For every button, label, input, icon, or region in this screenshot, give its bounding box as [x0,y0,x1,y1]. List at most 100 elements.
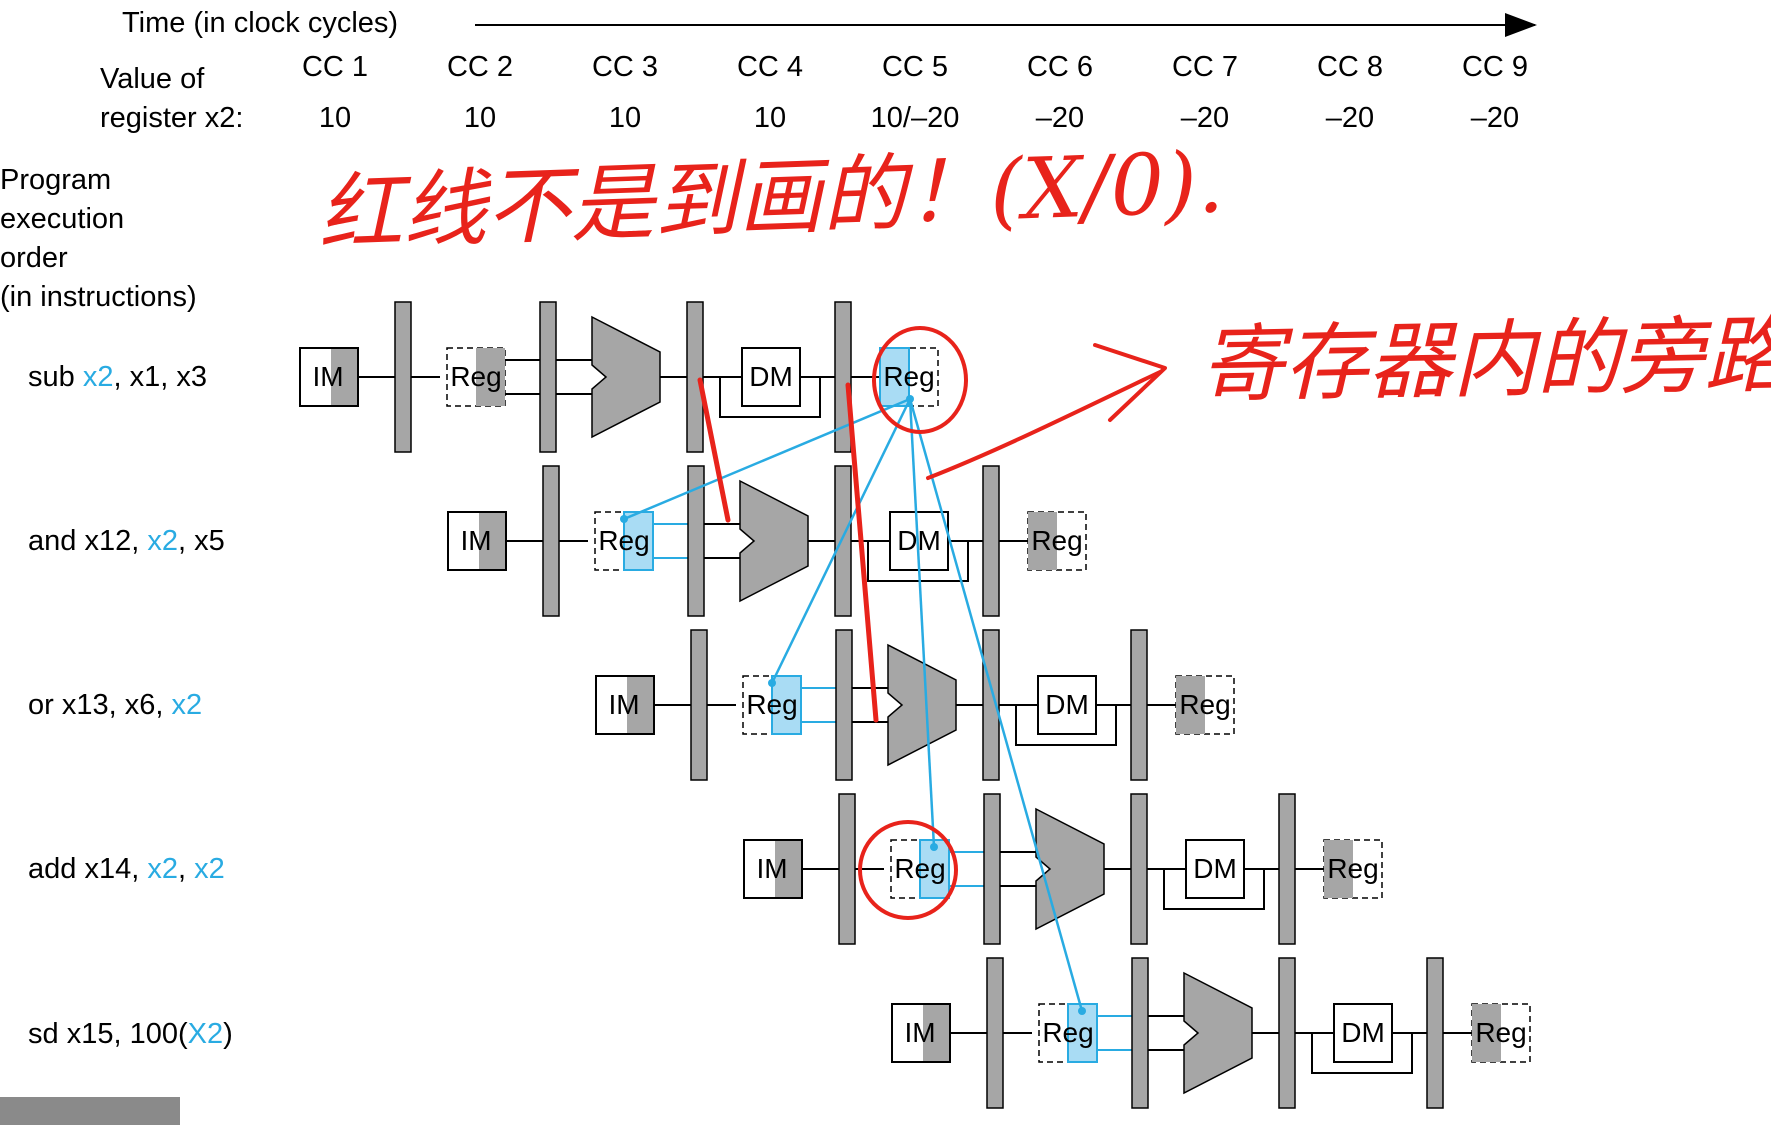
wire [1015,705,1117,746]
pipeline-register [1278,957,1296,1109]
handwritten-note-right: 寄存器内的旁路 [1199,305,1771,415]
reg-label: Reg [450,361,501,392]
reg-label: Reg [1327,853,1378,884]
im-label: IM [756,853,787,884]
pipeline-register [838,793,856,945]
pipeline-register [1130,793,1148,945]
register-value: –20 [1325,102,1375,134]
red-strike-line [845,382,879,723]
red-arrow-head [1093,343,1167,422]
instruction-label-sd: sd x15, 100(X2) [28,1018,233,1050]
instruction-memory-read-half [923,1005,949,1061]
pipeline-register [986,957,1004,1109]
red-circle-register-read [858,820,958,920]
reg-label: Reg [598,525,649,556]
dependency-line [908,398,1084,1012]
reg-label: Reg [883,361,934,392]
cycle-label: CC 1 [301,51,369,83]
register-value-label-line1: Value of [100,63,205,95]
instruction-label-add: add x14, x2, x2 [28,853,225,885]
reg-label: Reg [1042,1017,1093,1048]
register-file-read-half [623,511,654,571]
register-file-write-half [1324,840,1353,898]
dependency-endpoint [930,843,938,851]
wire [719,377,821,418]
dependency-source-dot [906,395,914,403]
instruction-memory-read-half [775,841,801,897]
program-order-label-3: order [0,242,68,274]
red-circle-writeback [872,326,968,434]
program-order-label-1: Program [0,164,112,196]
pipeline-register [542,465,560,617]
register-value: –20 [1180,102,1230,134]
dm-label: DM [1341,1017,1385,1048]
cycle-label: CC 3 [591,51,659,83]
data-memory-box [1037,675,1097,735]
pipeline-register [835,629,853,781]
register-file-read-half [771,675,802,735]
register-file-write-half [1176,676,1205,734]
register-file-write-half [879,347,910,407]
alu-shape [739,479,809,603]
pipeline-register [983,793,1001,945]
register-file-write-half [1472,1004,1501,1062]
dependency-endpoint [768,679,776,687]
data-memory-box [741,347,801,407]
cycle-label: CC 8 [1316,51,1384,83]
instruction-memory-read-half [331,349,357,405]
dependency-line [908,398,936,848]
cycle-label: CC 7 [1171,51,1239,83]
wire [1163,869,1265,910]
red-arrow-shaft [926,370,1162,480]
slide-number-tab [0,1097,180,1125]
dm-label: DM [1045,689,1089,720]
pipeline-row: IM Reg DM Reg [299,301,939,453]
program-order-label-4: (in instructions) [0,281,197,313]
dependency-endpoint [620,515,628,523]
register-value: –20 [1470,102,1520,134]
reg-label: Reg [894,853,945,884]
register-value-label-line2: register x2: [100,102,244,134]
cycle-label: CC 9 [1461,51,1529,83]
register-value: 10 [318,102,352,134]
pipeline-register [1130,629,1148,781]
cycle-label: CC 2 [446,51,514,83]
pipeline-register [394,301,412,453]
reg-label: Reg [746,689,797,720]
cycle-label: CC 6 [1026,51,1094,83]
data-memory-box [1333,1003,1393,1063]
reg-label: Reg [1031,525,1082,556]
cycle-label: CC 4 [736,51,804,83]
dependency-line [623,397,911,521]
pipeline-register [1426,957,1444,1109]
im-label: IM [312,361,343,392]
pipeline-register [687,465,705,617]
im-label: IM [904,1017,935,1048]
reg-label: Reg [1475,1017,1526,1048]
instruction-label-or: or x13, x6, x2 [28,689,203,721]
dm-label: DM [749,361,793,392]
wire [867,541,969,582]
pipeline-register [982,465,1000,617]
pipeline-register [834,465,852,617]
instruction-label-and: and x12, x2, x5 [28,525,225,557]
pipeline-register [539,301,557,453]
pipeline-register [1131,957,1149,1109]
pipeline-row: IM Reg DM Reg [891,957,1531,1109]
pipeline-register [690,629,708,781]
register-value: 10 [463,102,497,134]
register-value: 10 [753,102,787,134]
register-value: 10/–20 [870,102,960,134]
register-file-read-half [476,348,505,406]
alu-shape [591,315,661,439]
dependency-endpoint [1078,1007,1086,1015]
wire [1311,1033,1413,1074]
pipeline-register [1278,793,1296,945]
program-order-label-2: execution [0,203,125,235]
alu-shape [1035,807,1105,931]
alu-shape [1183,971,1253,1095]
